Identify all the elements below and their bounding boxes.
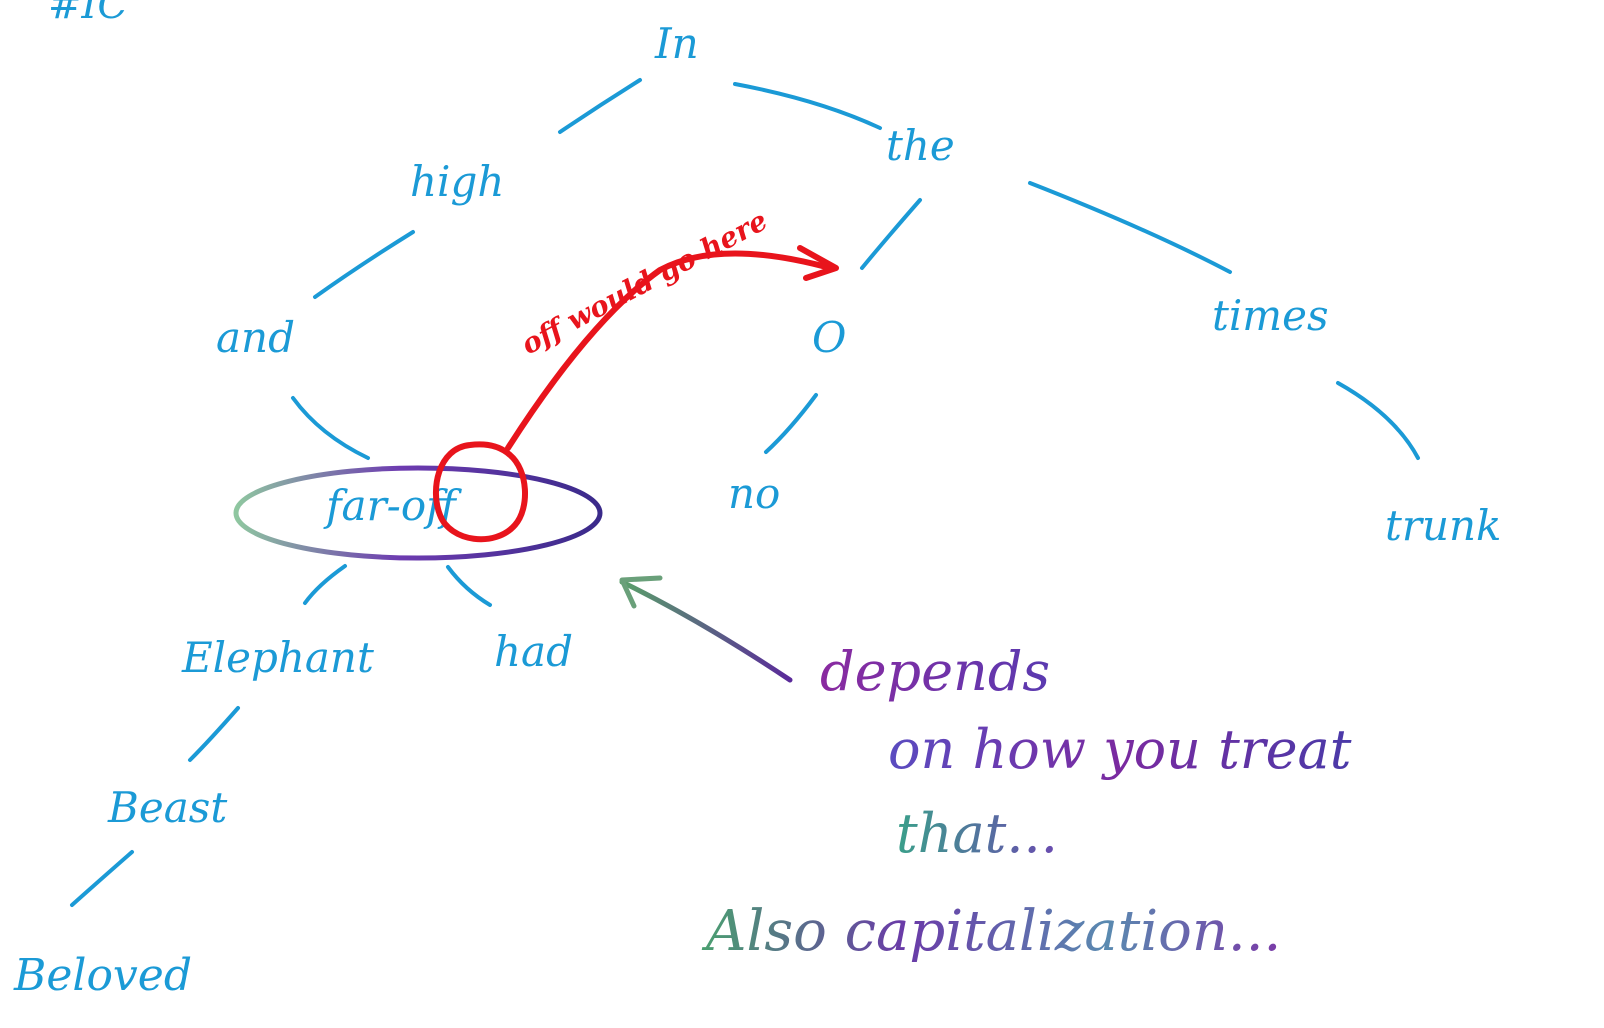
note-arrow-head <box>619 575 663 609</box>
node-and: and <box>216 313 295 362</box>
node-had: had <box>494 627 573 676</box>
node-o: O <box>812 313 846 362</box>
note-line-3: that... <box>896 802 1058 865</box>
edge-faroff-elephant <box>303 564 347 605</box>
edge-the-o <box>860 198 922 270</box>
node-times: times <box>1212 291 1329 340</box>
edge-in-high <box>558 78 642 134</box>
note-line-1: depends <box>820 640 1050 703</box>
edge-in-the <box>733 82 882 130</box>
node-in: In <box>654 19 699 68</box>
corner-mark-label: #IC <box>48 0 128 28</box>
edge-and-faroff <box>291 396 370 460</box>
edge-high-and <box>313 230 415 299</box>
node-the: the <box>886 121 955 170</box>
node-beast: Beast <box>107 783 227 832</box>
faroff-highlight-ellipse <box>233 465 603 561</box>
edge-faroff-had <box>446 565 492 607</box>
edge-elephant-beast <box>188 706 240 762</box>
node-no: no <box>728 469 780 518</box>
node-elephant: Elephant <box>181 633 374 682</box>
note-line-4: Also capitalization... <box>701 899 1281 964</box>
note-arrow-shaft <box>619 579 793 683</box>
edge-beast-beloved <box>70 850 134 907</box>
node-high: high <box>410 157 504 206</box>
edge-times-trunk <box>1336 381 1420 460</box>
tree-edges <box>70 78 1420 907</box>
edge-the-times <box>1028 181 1232 274</box>
red-note-text: off would go here <box>516 204 773 362</box>
edge-o-no <box>764 393 818 454</box>
note-line-2: on how you treat <box>888 718 1352 781</box>
red-circle-off <box>432 441 528 543</box>
node-beloved: Beloved <box>13 950 192 1001</box>
node-trunk: trunk <box>1385 501 1502 550</box>
red-arrow-shaft <box>505 250 833 451</box>
red-arrow-head <box>797 245 839 281</box>
